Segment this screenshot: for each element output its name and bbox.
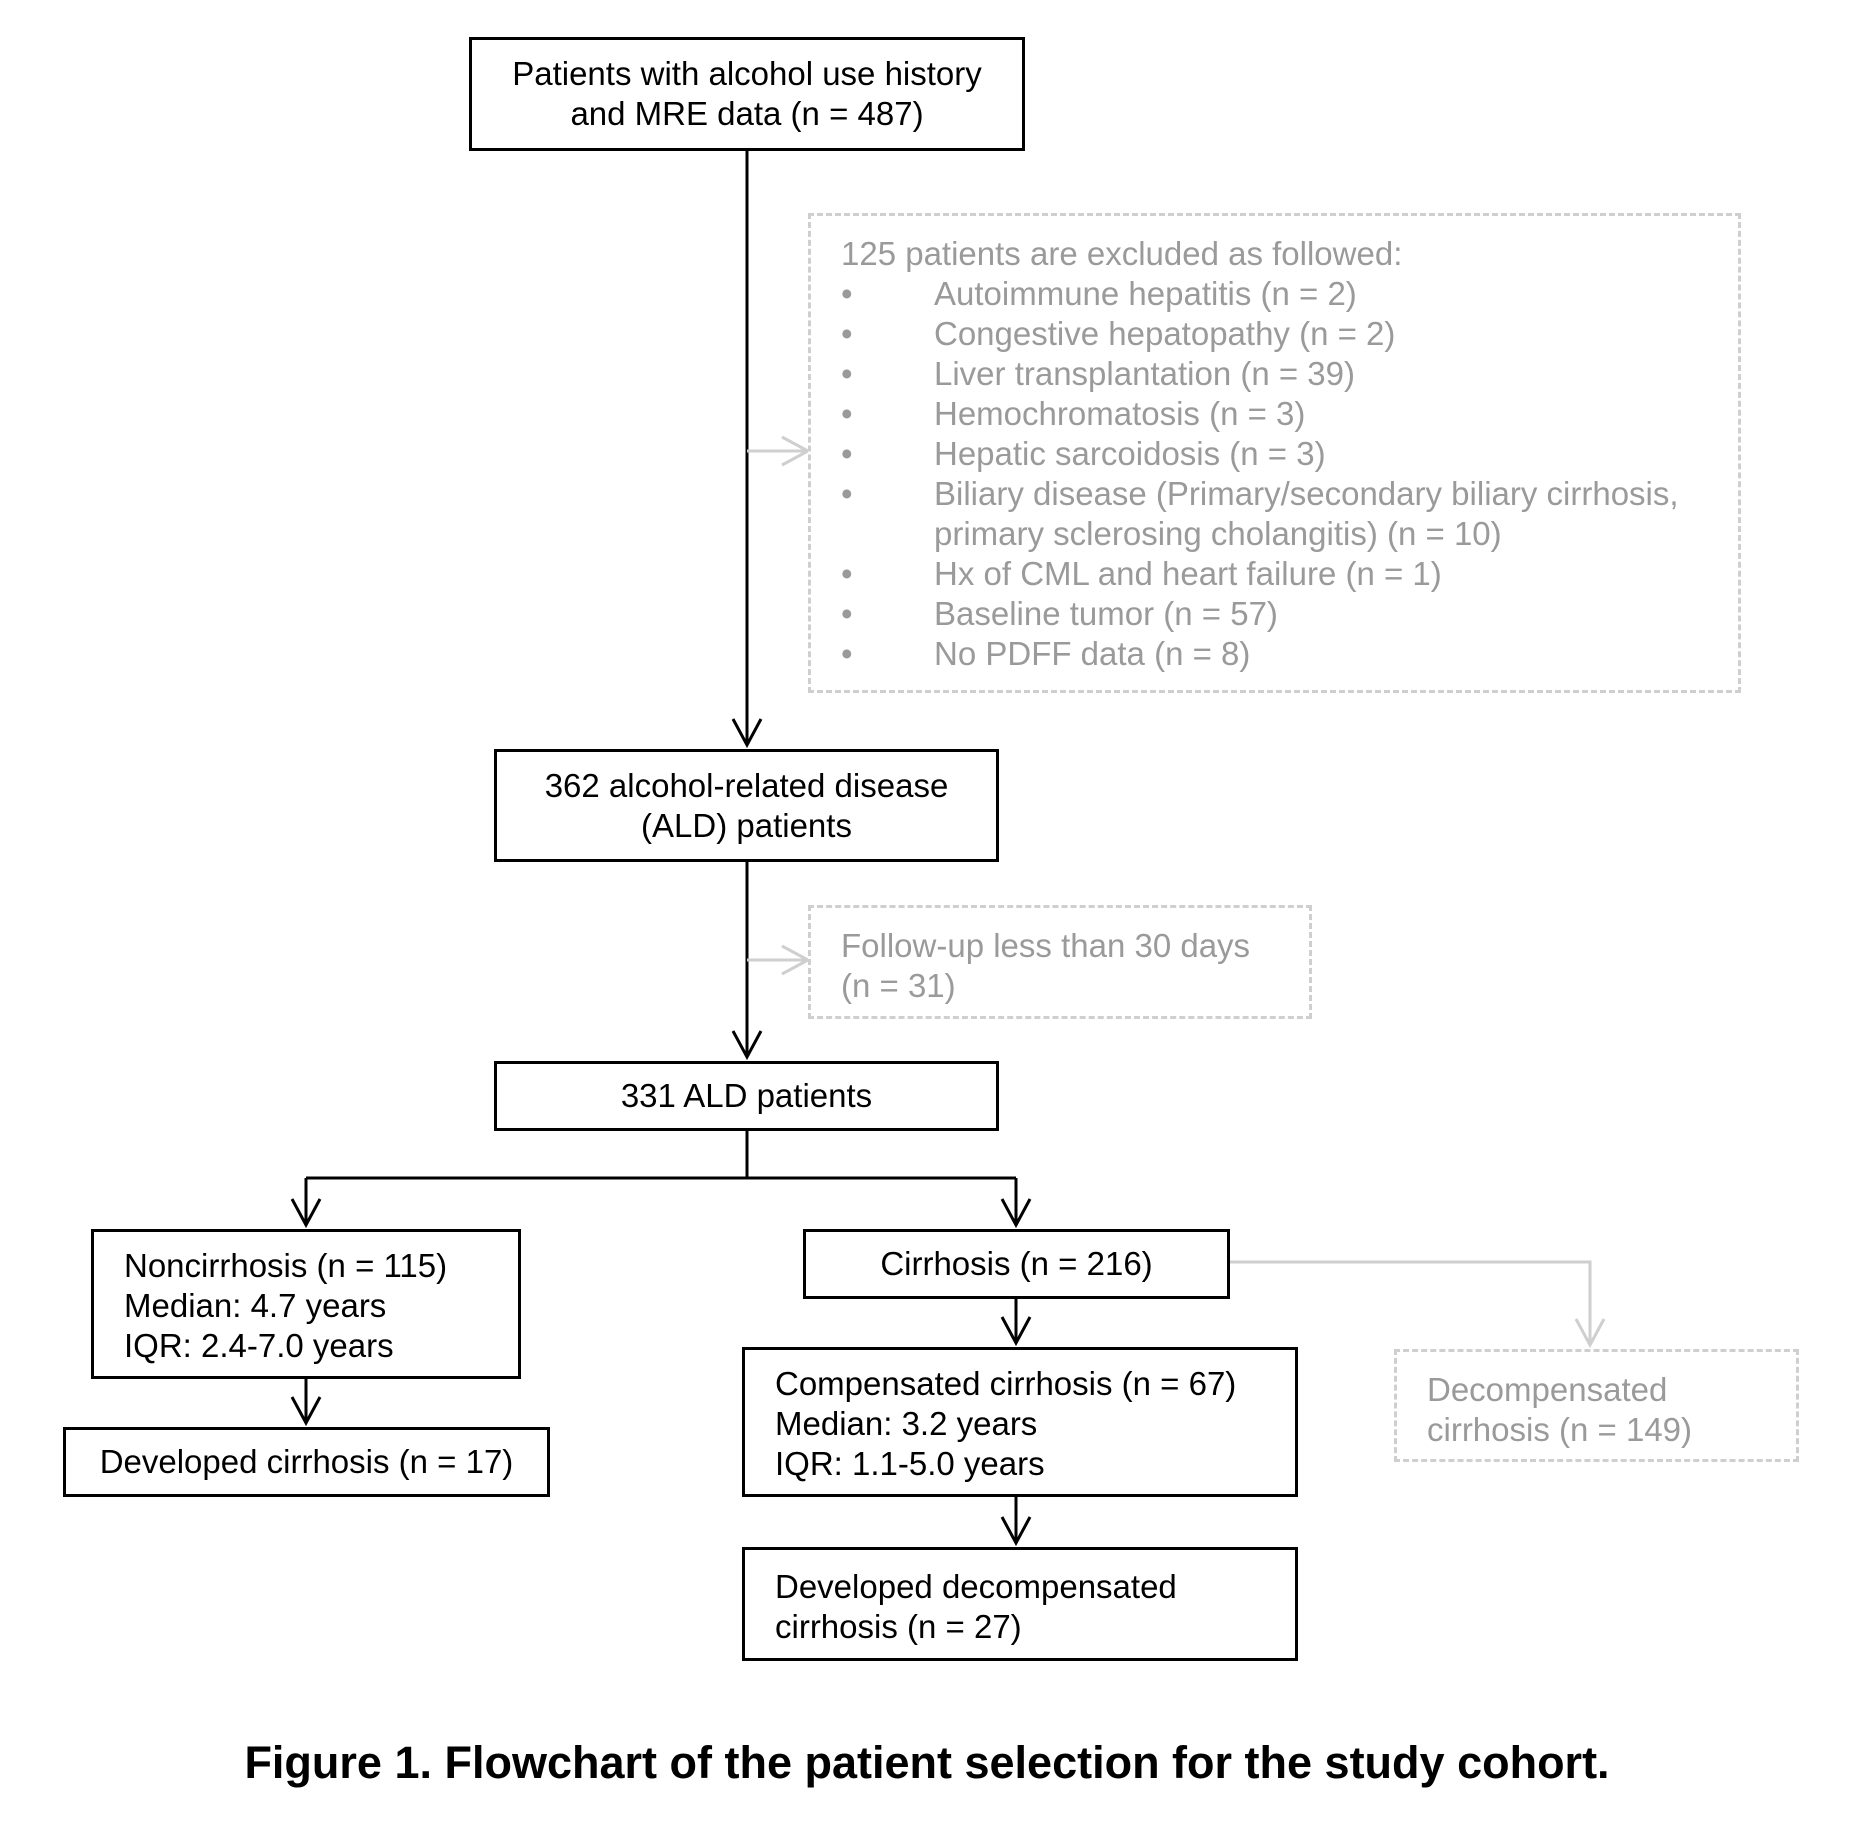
cirrhosis-line: Cirrhosis (n = 216) bbox=[880, 1245, 1153, 1282]
exclusion-item: • Hemochromatosis (n = 3) bbox=[841, 394, 1738, 434]
exclusion-item: • Autoimmune hepatitis (n = 2) bbox=[841, 274, 1738, 314]
start-box-line-1: Patients with alcohol use history bbox=[512, 55, 982, 92]
ald-331-box: 331 ALD patients bbox=[494, 1061, 999, 1131]
bullet-icon: • bbox=[841, 435, 853, 472]
bullet-icon: • bbox=[841, 395, 853, 432]
exclusion-item-text: Biliary disease (Primary/secondary bilia… bbox=[934, 475, 1679, 512]
noncirrhosis-box: Noncirrhosis (n = 115) Median: 4.7 years… bbox=[91, 1229, 521, 1379]
ald-box-line-1: 362 alcohol-related disease bbox=[544, 766, 949, 804]
bullet-icon: • bbox=[841, 555, 853, 592]
exclusion-item: • Baseline tumor (n = 57) bbox=[841, 594, 1738, 634]
bullet-icon: • bbox=[841, 315, 853, 352]
ald-331-line: 331 ALD patients bbox=[620, 1077, 873, 1114]
developed-decompensated-line-1: Developed decompensated bbox=[775, 1568, 1177, 1605]
bullet-icon: • bbox=[841, 635, 853, 672]
exclusion-item-text: Liver transplantation (n = 39) bbox=[934, 355, 1355, 392]
start-box: Patients with alcohol use history and MR… bbox=[469, 37, 1025, 151]
noncirrhosis-line-3: IQR: 2.4-7.0 years bbox=[124, 1327, 394, 1364]
arrowhead-decompensated bbox=[1574, 1318, 1606, 1349]
decompensated-line-1: Decompensated bbox=[1427, 1371, 1668, 1408]
noncirrhosis-line-2: Median: 4.7 years bbox=[124, 1287, 387, 1324]
exclusion-item: • Liver transplantation (n = 39) bbox=[841, 354, 1738, 394]
exclusion-item-text: Baseline tumor (n = 57) bbox=[934, 595, 1278, 632]
exclusion-item-text: Hepatic sarcoidosis (n = 3) bbox=[934, 435, 1326, 472]
exclusion-item: • No PDFF data (n = 8) bbox=[841, 634, 1738, 674]
developed-cirrhosis-line: Developed cirrhosis (n = 17) bbox=[99, 1443, 514, 1480]
exclusion-item-text: Congestive hepatopathy (n = 2) bbox=[934, 315, 1396, 352]
arrowhead-compensated bbox=[1000, 1316, 1032, 1347]
compensated-line-1: Compensated cirrhosis (n = 67) bbox=[775, 1365, 1237, 1402]
arrowhead-developed-decompensated bbox=[1000, 1516, 1032, 1547]
exclusion-item-text: Hx of CML and heart failure (n = 1) bbox=[934, 555, 1442, 592]
bullet-icon: • bbox=[841, 595, 853, 632]
ald-box-line-2: (ALD) patients bbox=[641, 806, 852, 844]
exclusions-heading: 125 patients are excluded as followed: bbox=[841, 235, 1403, 272]
arrowhead-noncirrhosis bbox=[290, 1198, 322, 1229]
developed-decompensated-box: Developed decompensated cirrhosis (n = 2… bbox=[742, 1547, 1298, 1661]
cirrhosis-box: Cirrhosis (n = 216) bbox=[803, 1229, 1230, 1299]
followup-line-1: Follow-up less than 30 days bbox=[841, 927, 1251, 964]
start-box-line-2: and MRE data (n = 487) bbox=[570, 95, 924, 132]
arrowhead-cirrhosis bbox=[1000, 1198, 1032, 1229]
exclusion-item: • Hepatic sarcoidosis (n = 3) bbox=[841, 434, 1738, 474]
exclusion-item-text: No PDFF data (n = 8) bbox=[934, 635, 1251, 672]
followup-exclusion-box: Follow-up less than 30 days (n = 31) bbox=[808, 905, 1312, 1019]
figure-caption: Figure 1. Flowchart of the patient selec… bbox=[244, 1737, 1610, 1788]
exclusion-item: • Biliary disease (Primary/secondary bili… bbox=[841, 474, 1738, 554]
ald-box: 362 alcohol-related disease (ALD) patien… bbox=[494, 749, 999, 862]
decompensated-cirrhosis-box: Decompensated cirrhosis (n = 149) bbox=[1394, 1349, 1799, 1462]
developed-decompensated-line-2: cirrhosis (n = 27) bbox=[775, 1608, 1022, 1645]
exclusion-item-text-continued: primary sclerosing cholangitis) (n = 10) bbox=[934, 515, 1502, 552]
compensated-cirrhosis-box: Compensated cirrhosis (n = 67) Median: 3… bbox=[742, 1347, 1298, 1497]
arrowhead-ald bbox=[731, 718, 763, 749]
followup-line-2: (n = 31) bbox=[841, 967, 956, 1004]
noncirrhosis-line-1: Noncirrhosis (n = 115) bbox=[124, 1247, 448, 1284]
exclusion-item-text: Hemochromatosis (n = 3) bbox=[934, 395, 1306, 432]
exclusions-box: 125 patients are excluded as followed: •… bbox=[808, 213, 1741, 693]
exclusion-item: • Hx of CML and heart failure (n = 1) bbox=[841, 554, 1738, 594]
connector-cirrhosis-to-decompensated bbox=[1229, 1260, 1592, 1345]
compensated-line-2: Median: 3.2 years bbox=[775, 1405, 1038, 1442]
compensated-line-3: IQR: 1.1-5.0 years bbox=[775, 1445, 1045, 1482]
arrowhead-developed-cirrhosis bbox=[290, 1396, 322, 1427]
bullet-icon: • bbox=[841, 355, 853, 392]
decompensated-line-2: cirrhosis (n = 149) bbox=[1427, 1411, 1693, 1448]
bullet-icon: • bbox=[841, 475, 853, 512]
exclusion-item: • Congestive hepatopathy (n = 2) bbox=[841, 314, 1738, 354]
arrowhead-331 bbox=[731, 1030, 763, 1061]
exclusion-item-text: Autoimmune hepatitis (n = 2) bbox=[934, 275, 1357, 312]
developed-cirrhosis-box: Developed cirrhosis (n = 17) bbox=[63, 1427, 550, 1497]
exclusions-list: • Autoimmune hepatitis (n = 2) • Congestiv… bbox=[841, 274, 1738, 674]
bullet-icon: • bbox=[841, 275, 853, 312]
